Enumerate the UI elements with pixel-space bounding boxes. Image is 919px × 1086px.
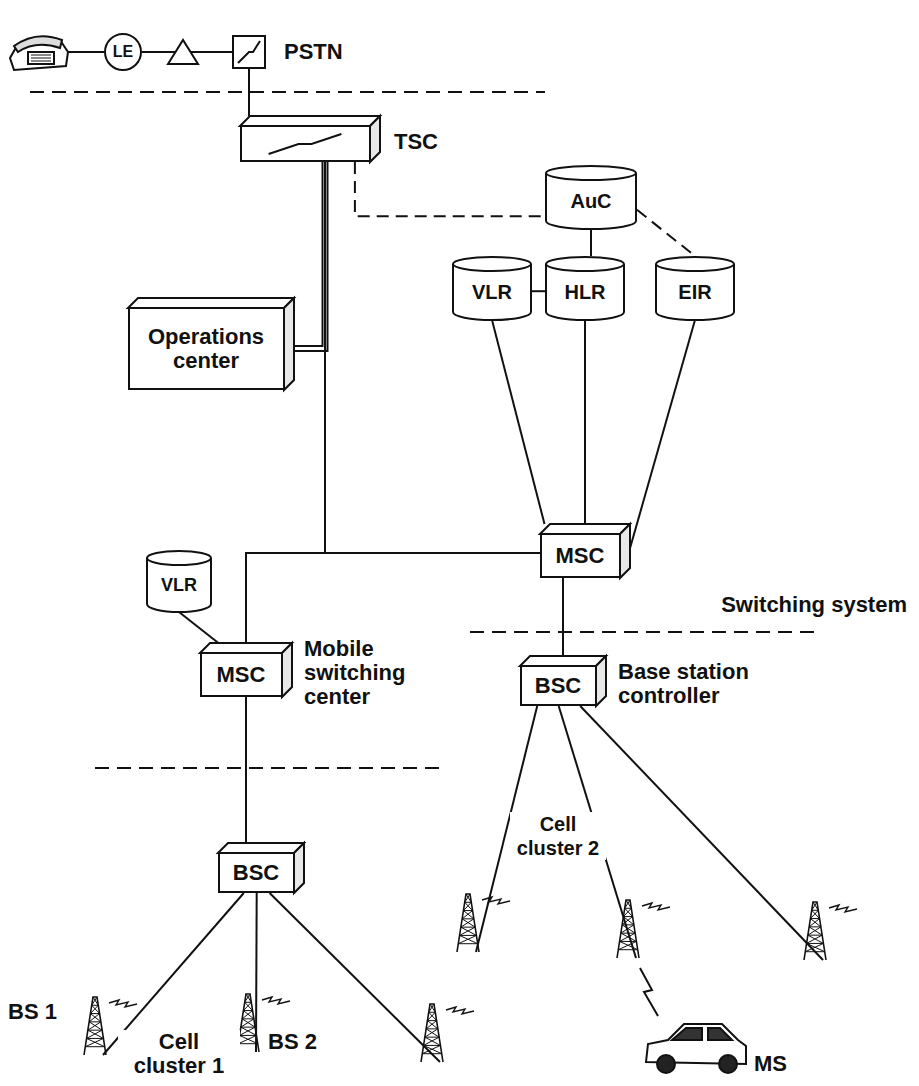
node-label: TSC xyxy=(394,130,438,154)
connector-line xyxy=(563,578,564,656)
node-face: VLR xyxy=(455,270,529,314)
connector-line xyxy=(179,612,218,643)
node-face xyxy=(242,128,368,160)
base-station-controller-box: BSC xyxy=(218,843,304,893)
caption-label: Cell cluster 2 xyxy=(510,812,606,860)
node-face: AuC xyxy=(548,179,634,223)
base-station-tower xyxy=(421,1004,474,1062)
radio-signal xyxy=(829,905,857,912)
node-face: EIR xyxy=(658,270,732,314)
base-station-tower xyxy=(617,900,670,958)
connector-line xyxy=(591,229,592,256)
radio-signal xyxy=(642,903,670,910)
radio-signal xyxy=(446,1007,474,1014)
connector-line xyxy=(637,210,695,256)
pstn-switch-box: PSTN xyxy=(232,35,266,69)
connector-line xyxy=(355,162,545,216)
connector-line xyxy=(325,162,540,553)
caption-label: BS 1 xyxy=(6,1000,59,1024)
dashed-boundary xyxy=(30,92,820,768)
radio-link-to-car xyxy=(640,968,658,1016)
database-cylinder: EIR xyxy=(655,256,735,320)
node-label: VLR xyxy=(161,575,197,595)
car-mobile-station xyxy=(646,1024,746,1073)
caption-label: Cell cluster 1 xyxy=(118,1030,240,1078)
node-label: MSC xyxy=(556,544,605,568)
node-label: AuC xyxy=(570,190,611,212)
phone-wire xyxy=(68,51,104,53)
node-label: HLR xyxy=(564,281,605,303)
connector-line xyxy=(532,291,545,292)
node-caption: Base station controller xyxy=(618,660,808,708)
node-label: LE xyxy=(113,43,133,61)
node-face: HLR xyxy=(548,270,622,314)
node-label: VLR xyxy=(472,281,512,303)
base-station-controller-box: BSCBase station controller xyxy=(520,656,606,706)
node-face: LE xyxy=(104,33,142,71)
node-label: Operations center xyxy=(130,325,282,373)
amplifier-triangle xyxy=(168,40,198,64)
node-label: PSTN xyxy=(284,40,343,64)
base-station-tower xyxy=(804,902,857,960)
connector-line xyxy=(246,162,325,643)
node-face xyxy=(232,35,266,69)
node-face: BSC xyxy=(522,668,594,704)
switching-center-box: MSC xyxy=(540,524,630,578)
operations-center-box: Operations center xyxy=(128,298,294,390)
caption-label: Switching system xyxy=(700,593,909,617)
connector-line xyxy=(630,320,695,548)
database-cylinder: VLR xyxy=(146,550,212,612)
node-caption: Mobile switching center xyxy=(304,637,416,709)
radio-signal xyxy=(109,1000,137,1007)
caption-label: MS xyxy=(752,1052,789,1076)
connector-line xyxy=(585,320,586,524)
node-face: MSC xyxy=(542,536,618,576)
connector-line xyxy=(249,69,250,116)
database-cylinder: HLR xyxy=(545,256,625,320)
node-label: BSC xyxy=(535,674,581,698)
database-cylinder: AuC xyxy=(545,165,637,229)
connector-line xyxy=(246,697,247,843)
switching-center-box: MSCMobile switching center xyxy=(200,643,292,697)
tower-link xyxy=(103,706,823,1062)
shape-outline xyxy=(240,116,380,162)
local-exchange-circle: LE xyxy=(104,33,142,71)
database-cylinder: VLR xyxy=(452,256,532,320)
node-face: MSC xyxy=(202,655,280,695)
radio-signal xyxy=(482,897,510,904)
connector-line xyxy=(294,162,325,349)
caption-label: BS 2 xyxy=(266,1030,319,1054)
node-label: EIR xyxy=(678,281,711,303)
node-face: Operations center xyxy=(130,310,282,388)
base-station-tower xyxy=(457,894,510,952)
node-label: MSC xyxy=(217,663,266,687)
node-face: BSC xyxy=(220,855,292,891)
node-face: VLR xyxy=(149,564,209,606)
connector-line xyxy=(492,320,545,524)
radio-signal xyxy=(262,997,290,1004)
transit-switching-center: TSC xyxy=(240,116,380,162)
shape-outline xyxy=(232,35,266,69)
telephone-icon xyxy=(10,36,68,70)
node-label: BSC xyxy=(233,861,279,885)
